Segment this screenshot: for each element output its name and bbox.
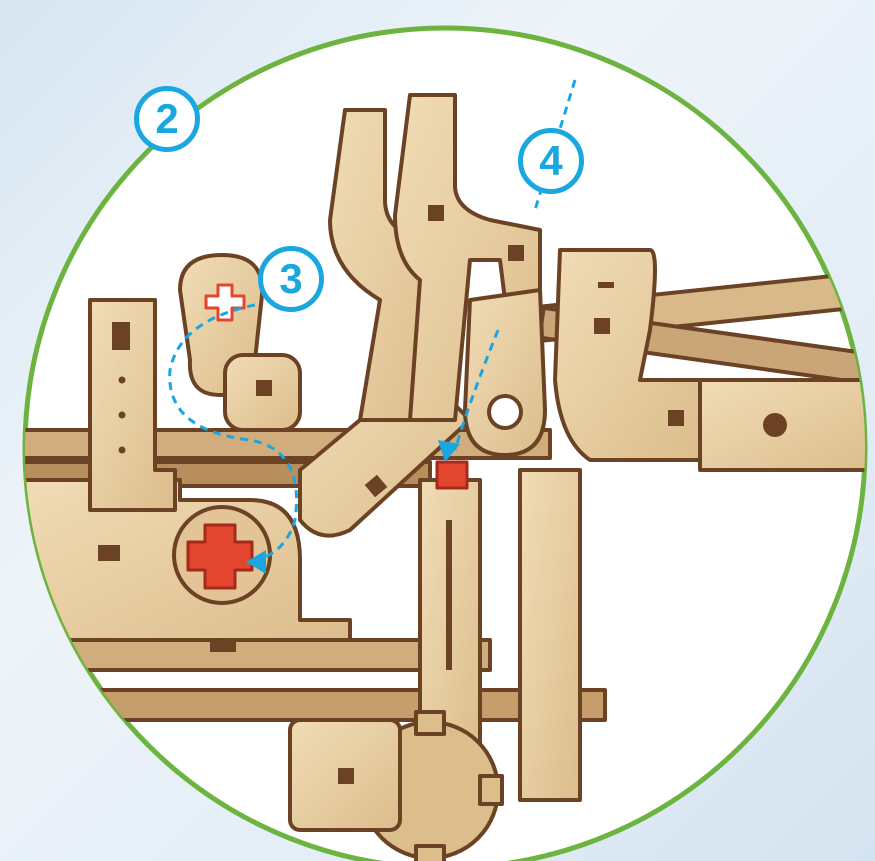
fork-slot-2 bbox=[508, 245, 524, 261]
step-2-badge: 2 bbox=[134, 86, 200, 152]
right-hook-slot-2 bbox=[594, 318, 610, 334]
step-4-badge: 4 bbox=[518, 128, 584, 194]
left-arm-slot bbox=[112, 322, 130, 350]
fork-slot bbox=[428, 205, 444, 221]
round-lever bbox=[465, 290, 545, 455]
left-arm-hole bbox=[119, 377, 126, 384]
bottom-block-slot bbox=[338, 768, 354, 784]
right-block-slot bbox=[668, 410, 684, 426]
right-post bbox=[520, 470, 580, 800]
small-block-slot bbox=[256, 380, 272, 396]
left-arm-hole bbox=[119, 447, 126, 454]
left-arm-hole bbox=[119, 412, 126, 419]
left-slot bbox=[98, 545, 120, 561]
right-hook-slot bbox=[598, 282, 614, 288]
red-peg-connector bbox=[437, 462, 467, 488]
right-block-hole bbox=[763, 413, 787, 437]
round-lever-hole bbox=[489, 396, 521, 428]
center-post-slot bbox=[446, 520, 452, 670]
step-3-badge: 3 bbox=[258, 246, 324, 312]
right-block bbox=[700, 380, 875, 470]
left-slot-2 bbox=[210, 640, 236, 652]
